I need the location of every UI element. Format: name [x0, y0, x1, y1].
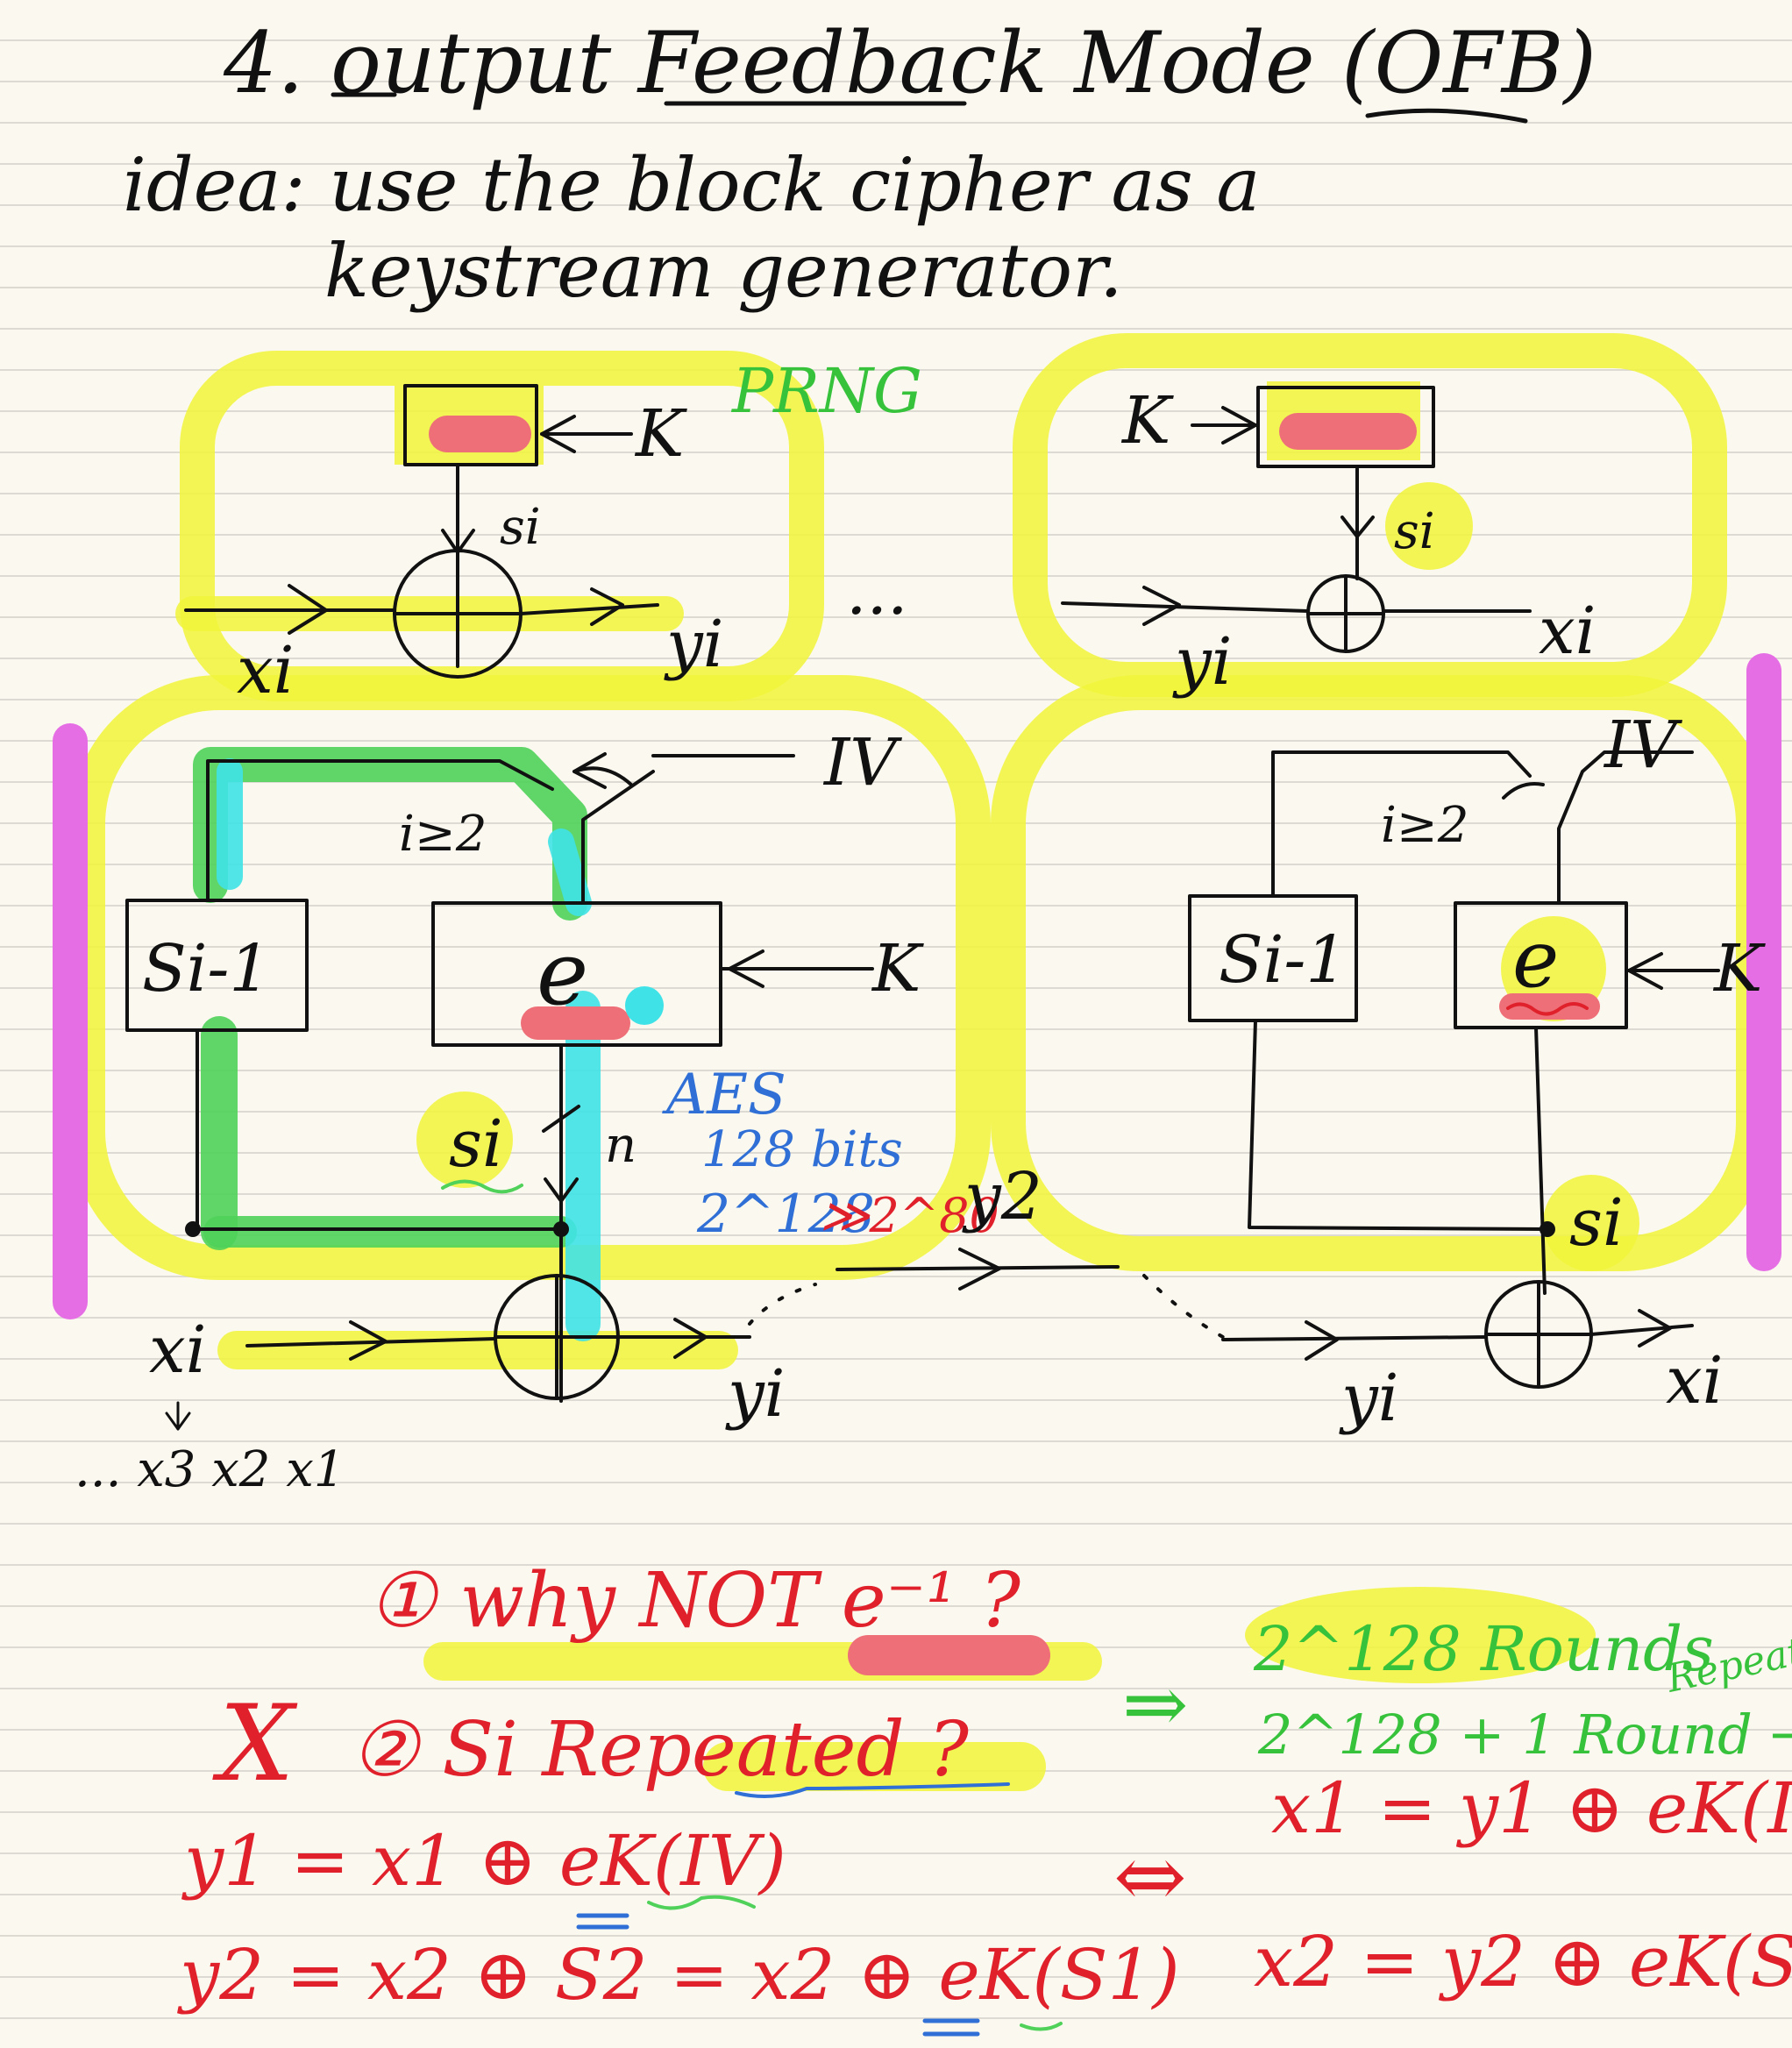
equation-x2: x2 = y2 ⊕ eK(S1) [1254, 1921, 1792, 2002]
prng-label: PRNG [730, 355, 922, 427]
si-label-enc-top: si [500, 499, 541, 556]
question-si-repeated: ② Si Repeated ? [351, 1706, 970, 1794]
key-label-dec-mid: K [1712, 931, 1766, 1006]
e-label-dec: e [1512, 914, 1559, 1006]
key-label-dec-top: K [1120, 383, 1174, 459]
yi-label-enc-top: yi [664, 607, 723, 682]
highlight-rounds [1245, 1587, 1596, 1683]
transfer-arrow [748, 1248, 1225, 1339]
rounds-plus-note: 2^128 + 1 Round → [1257, 1703, 1792, 1767]
i-ge-2-label-dec: i≥2 [1381, 797, 1468, 854]
aes-label: AES [662, 1063, 786, 1127]
rounds-note: 2^128 Rounds [1253, 1613, 1714, 1685]
aes-space-label: 2^128 [696, 1184, 875, 1245]
dots-middle: ... [846, 554, 908, 629]
y2-label: y2 [962, 1159, 1042, 1234]
cipher-e-enc [431, 901, 722, 1047]
key-label-enc-top: K [634, 396, 687, 472]
yi-label-enc-bottom: yi [725, 1356, 785, 1432]
iv-label-enc: IV [822, 725, 902, 800]
xi-label-dec-top: xi [1539, 594, 1596, 669]
yellow-highlights [70, 333, 1771, 1791]
s-i-minus-1-label-dec: Si-1 [1219, 922, 1347, 998]
n-label: n [605, 1117, 636, 1174]
key-label-enc-mid: K [871, 931, 924, 1006]
page-title: 4. output Feedback Mode (OFB) [223, 14, 1596, 112]
x-sequence: ... x3 x2 x1 [75, 1441, 345, 1498]
cipher-block-enc [403, 384, 538, 466]
xi-label-enc-bottom: xi [149, 1312, 206, 1388]
implies-arrow: ⇒ [1122, 1659, 1188, 1751]
iff-arrow: ⇔ [1113, 1825, 1187, 1928]
yi-label-dec-top: yi [1172, 624, 1232, 700]
idea-line-1: idea: use the block cipher as a [123, 142, 1261, 228]
decrypt-ofb-diagram [1188, 750, 1720, 1389]
question-why-not-e-inverse: ① why NOT e⁻¹ ? [368, 1557, 1021, 1645]
register-s-i-minus-1-enc [125, 899, 309, 1032]
equation-y2: y2 = x2 ⊕ S2 = x2 ⊕ eK(S1) [177, 1934, 1180, 2016]
yi-label-dec-bottom: yi [1339, 1361, 1398, 1436]
decrypt-prng-diagram [1061, 386, 1532, 653]
aes-bits-label: 128 bits [701, 1121, 903, 1178]
i-ge-2-label-enc: i≥2 [399, 806, 487, 863]
cipher-block-dec [1256, 386, 1435, 468]
question-cross-mark: X [212, 1683, 298, 1805]
encrypt-ofb-diagram [125, 752, 874, 1403]
feedback-path-highlight [193, 747, 601, 1341]
e-label-enc: e [537, 922, 588, 1025]
idea-line-2: keystream generator. [324, 228, 1123, 314]
si-label-enc-mid: si [449, 1106, 503, 1182]
cipher-e-dec [1454, 901, 1628, 1029]
ink-drawing [125, 92, 1720, 2037]
iv-label-dec: IV [1603, 708, 1682, 783]
si-label-dec-top: si [1394, 503, 1435, 560]
cyan-dot [625, 986, 664, 1025]
equation-y1: y1 = x1 ⊕ eK(IV) [181, 1820, 786, 1902]
xi-label-dec-bottom: xi [1666, 1343, 1723, 1419]
xi-label-enc-top: xi [237, 633, 294, 708]
s-i-minus-1-label-enc: Si-1 [142, 931, 270, 1006]
equation-x1: x1 = y1 ⊕ eK(IV) [1271, 1767, 1792, 1849]
si-label-dec-mid: si [1569, 1185, 1624, 1261]
encrypt-prng-diagram [184, 384, 659, 679]
aes-compare-label: ≫2^80 [820, 1188, 999, 1243]
